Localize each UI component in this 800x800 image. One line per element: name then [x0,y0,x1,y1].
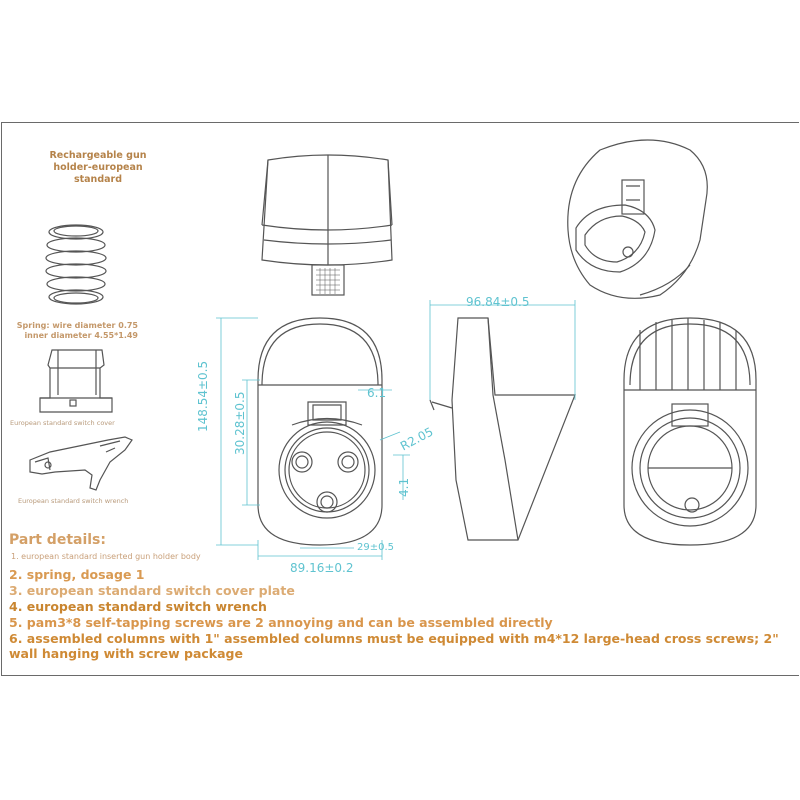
dimension-height-socket: 30.28±0.5 [233,391,247,456]
back-view-drawing [623,317,757,546]
dimension-width-inner: 29±0.5 [357,542,395,553]
drawing-frame [1,122,799,676]
part-detail-2: 2. spring, dosage 1 [9,567,145,582]
spring-caption: Spring: wire diameter 0.75 inner diamete… [16,321,138,340]
part-detail-4: 4. european standard switch wrench [9,599,267,614]
switch-cover-drawing [39,349,113,413]
switch-cover-caption: European standard switch cover [10,419,115,427]
perspective-view-drawing [567,139,708,299]
part-details-heading: Part details: [9,532,106,548]
part-detail-1: 1. european standard inserted gun holder… [11,552,201,561]
switch-wrench-drawing [29,436,133,491]
top-view-drawing [261,154,393,296]
side-view-drawing [429,317,576,541]
dimension-depth-total: 96.84±0.5 [466,295,530,309]
front-view-drawing [257,317,383,546]
spring-drawing [45,224,107,305]
dimension-lines [216,300,576,560]
part-detail-6: 6. assembled columns with 1" assembled c… [9,631,779,661]
part-detail-3: 3. european standard switch cover plate [9,583,295,598]
dimension-width-total: 89.16±0.2 [290,561,354,575]
part-detail-5: 5. pam3*8 self-tapping screws are 2 anno… [9,615,553,630]
switch-wrench-caption: European standard switch wrench [18,497,129,505]
drawing-title: Rechargeable gun holder-european standar… [49,150,147,185]
dimension-height-total: 148.54±0.5 [196,360,210,432]
dimension-depth-small: 4.1 [397,477,411,497]
dimension-offset-top: 6.1 [367,386,387,400]
